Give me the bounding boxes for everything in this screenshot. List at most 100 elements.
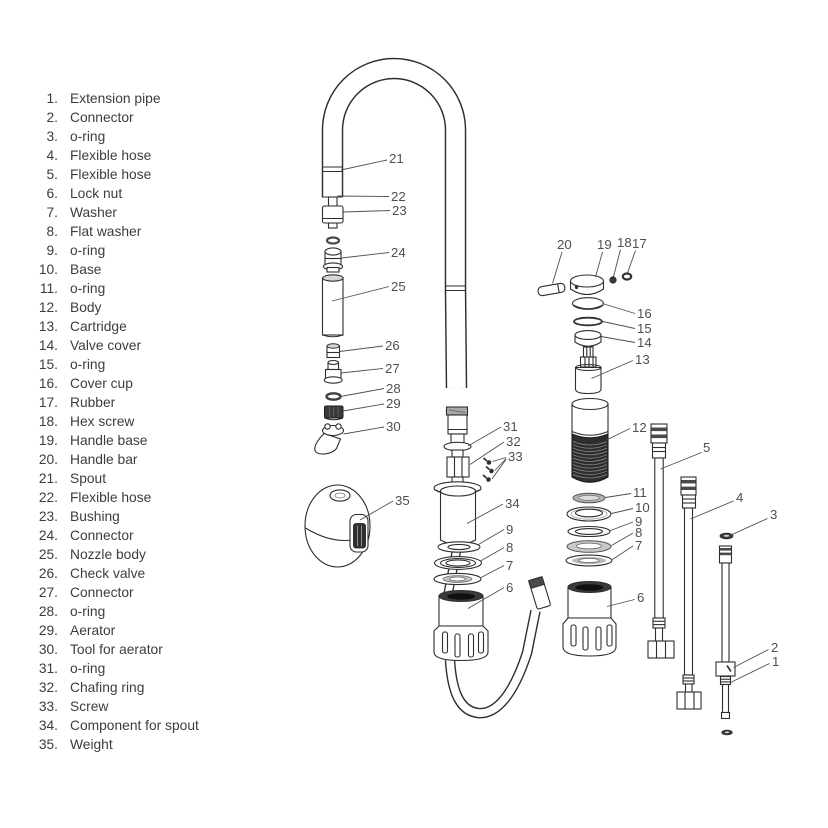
- parts-list-item: 16.Cover cup: [30, 374, 199, 393]
- part-number: 1.: [46, 91, 58, 106]
- parts-list-item: 34.Component for spout: [30, 716, 199, 735]
- parts-list-item: 32.Chafing ring: [30, 678, 199, 697]
- part-16-cover-cup-drawing: [571, 297, 605, 310]
- part-label: o-ring: [70, 243, 106, 258]
- part-label: Connector: [70, 528, 134, 543]
- parts-list-item: 21.Spout: [30, 469, 199, 488]
- callout-2: 2: [771, 640, 778, 655]
- part-number: 7.: [46, 205, 58, 220]
- callout-35: 35: [395, 493, 410, 508]
- parts-list: 1.Extension pipe 2.Connector 3.o-ring 4.…: [30, 89, 199, 754]
- small-o-ring-drawing: [325, 236, 341, 245]
- part-9-o-ring-right-drawing: [567, 525, 611, 538]
- part-number: 22.: [38, 490, 58, 505]
- leader-lines: [331, 159, 770, 683]
- parts-list-item: 6.Lock nut: [30, 184, 199, 203]
- parts-list-item: 25.Nozzle body: [30, 545, 199, 564]
- callout-17: 17: [632, 236, 647, 251]
- callout-9-center: 9: [506, 522, 513, 537]
- parts-list-item: 28.o-ring: [30, 602, 199, 621]
- part-label: Body: [70, 300, 102, 315]
- callout-34: 34: [505, 496, 520, 511]
- callout-29: 29: [386, 396, 401, 411]
- parts-list-item: 30.Tool for aerator: [30, 640, 199, 659]
- part-24-connector-drawing: [322, 247, 344, 273]
- part-23-bushing-drawing: [321, 205, 344, 229]
- parts-list-item: 1. Extension pipe: [30, 89, 199, 108]
- callout-26: 26: [385, 338, 400, 353]
- part-label: Base: [70, 262, 102, 277]
- part-label: Weight: [70, 737, 113, 752]
- callout-25: 25: [391, 279, 406, 294]
- callout-31: 31: [503, 419, 518, 434]
- part-number: 23.: [38, 509, 58, 524]
- part-number: 15.: [38, 357, 58, 372]
- parts-list-item: 13.Cartridge: [30, 317, 199, 336]
- part-number: 30.: [38, 642, 58, 657]
- callout-13: 13: [635, 352, 650, 367]
- callout-33: 33: [508, 449, 523, 464]
- callout-10: 10: [635, 500, 650, 515]
- callout-7-center: 7: [506, 558, 513, 573]
- parts-list-item: 17.Rubber: [30, 393, 199, 412]
- right-ring-stack-drawing: [565, 492, 613, 567]
- part-number: 17.: [38, 395, 58, 410]
- part-label: o-ring: [70, 357, 106, 372]
- callout-11: 11: [633, 485, 647, 500]
- part-35-weight-drawing: [304, 484, 371, 568]
- part-label: Washer: [70, 205, 118, 220]
- part-14-valve-cover-drawing: [574, 330, 602, 347]
- part-number: 8.: [46, 224, 58, 239]
- part-21-spout-drawing: [321, 57, 468, 389]
- parts-list-item: 35.Weight: [30, 735, 199, 754]
- part-number: 24.: [38, 528, 58, 543]
- callout-27: 27: [385, 361, 400, 376]
- parts-list-item: 3.o-ring: [30, 127, 199, 146]
- part-label: Check valve: [70, 566, 146, 581]
- part-number: 20.: [38, 452, 58, 467]
- part-18-hex-screw-drawing: [609, 276, 617, 284]
- part-number: 29.: [38, 623, 58, 638]
- part-12-body-drawing: [571, 397, 609, 483]
- parts-list-item: 27.Connector: [30, 583, 199, 602]
- part-label: Cover cup: [70, 376, 133, 391]
- part-5-flexible-hose-drawing: [647, 423, 675, 659]
- callout-21: 21: [389, 151, 404, 166]
- part-number: 2.: [46, 110, 58, 125]
- part-label: Extension pipe: [70, 91, 161, 106]
- callout-4: 4: [736, 490, 743, 505]
- callout-labels: 21 22 23 24 25 26 27 28 29 30 35 31 32 3…: [385, 151, 779, 669]
- part-label: Nozzle body: [70, 547, 146, 562]
- part-label: Aerator: [70, 623, 116, 638]
- part-2-connector-drawing: [715, 661, 736, 677]
- callout-20: 20: [557, 237, 572, 252]
- parts-list-item: 2. Connector: [30, 108, 199, 127]
- part-label: o-ring: [70, 661, 106, 676]
- part-label: Flexible hose: [70, 167, 152, 182]
- parts-list-item: 31.o-ring: [30, 659, 199, 678]
- part-label: Connector: [70, 585, 134, 600]
- part-label: Flexible hose: [70, 148, 152, 163]
- parts-list-item: 11.o-ring: [30, 279, 199, 298]
- callout-6-right: 6: [637, 590, 644, 605]
- parts-list-item: 14.Valve cover: [30, 336, 199, 355]
- part-label: o-ring: [70, 281, 106, 296]
- callout-24: 24: [391, 245, 406, 260]
- part-4-flexible-hose-drawing: [676, 476, 702, 710]
- part-30-aerator-tool-drawing: [314, 423, 345, 455]
- callout-6-center: 6: [506, 580, 513, 595]
- part-29-aerator-drawing: [324, 405, 344, 421]
- part-17-rubber-drawing: [621, 272, 633, 281]
- callout-18: 18: [617, 235, 632, 250]
- callout-16: 16: [637, 306, 652, 321]
- part-label: Screw: [70, 699, 109, 714]
- part-9-o-ring-drawing: [437, 541, 481, 553]
- callout-9-right: 9: [635, 514, 642, 529]
- part-label: Handle bar: [70, 452, 138, 467]
- part-label: Chafing ring: [70, 680, 145, 695]
- part-number: 26.: [38, 566, 58, 581]
- part-20-handle-bar-drawing: [537, 282, 566, 297]
- part-label: Connector: [70, 110, 134, 125]
- parts-list-item: 9.o-ring: [30, 241, 199, 260]
